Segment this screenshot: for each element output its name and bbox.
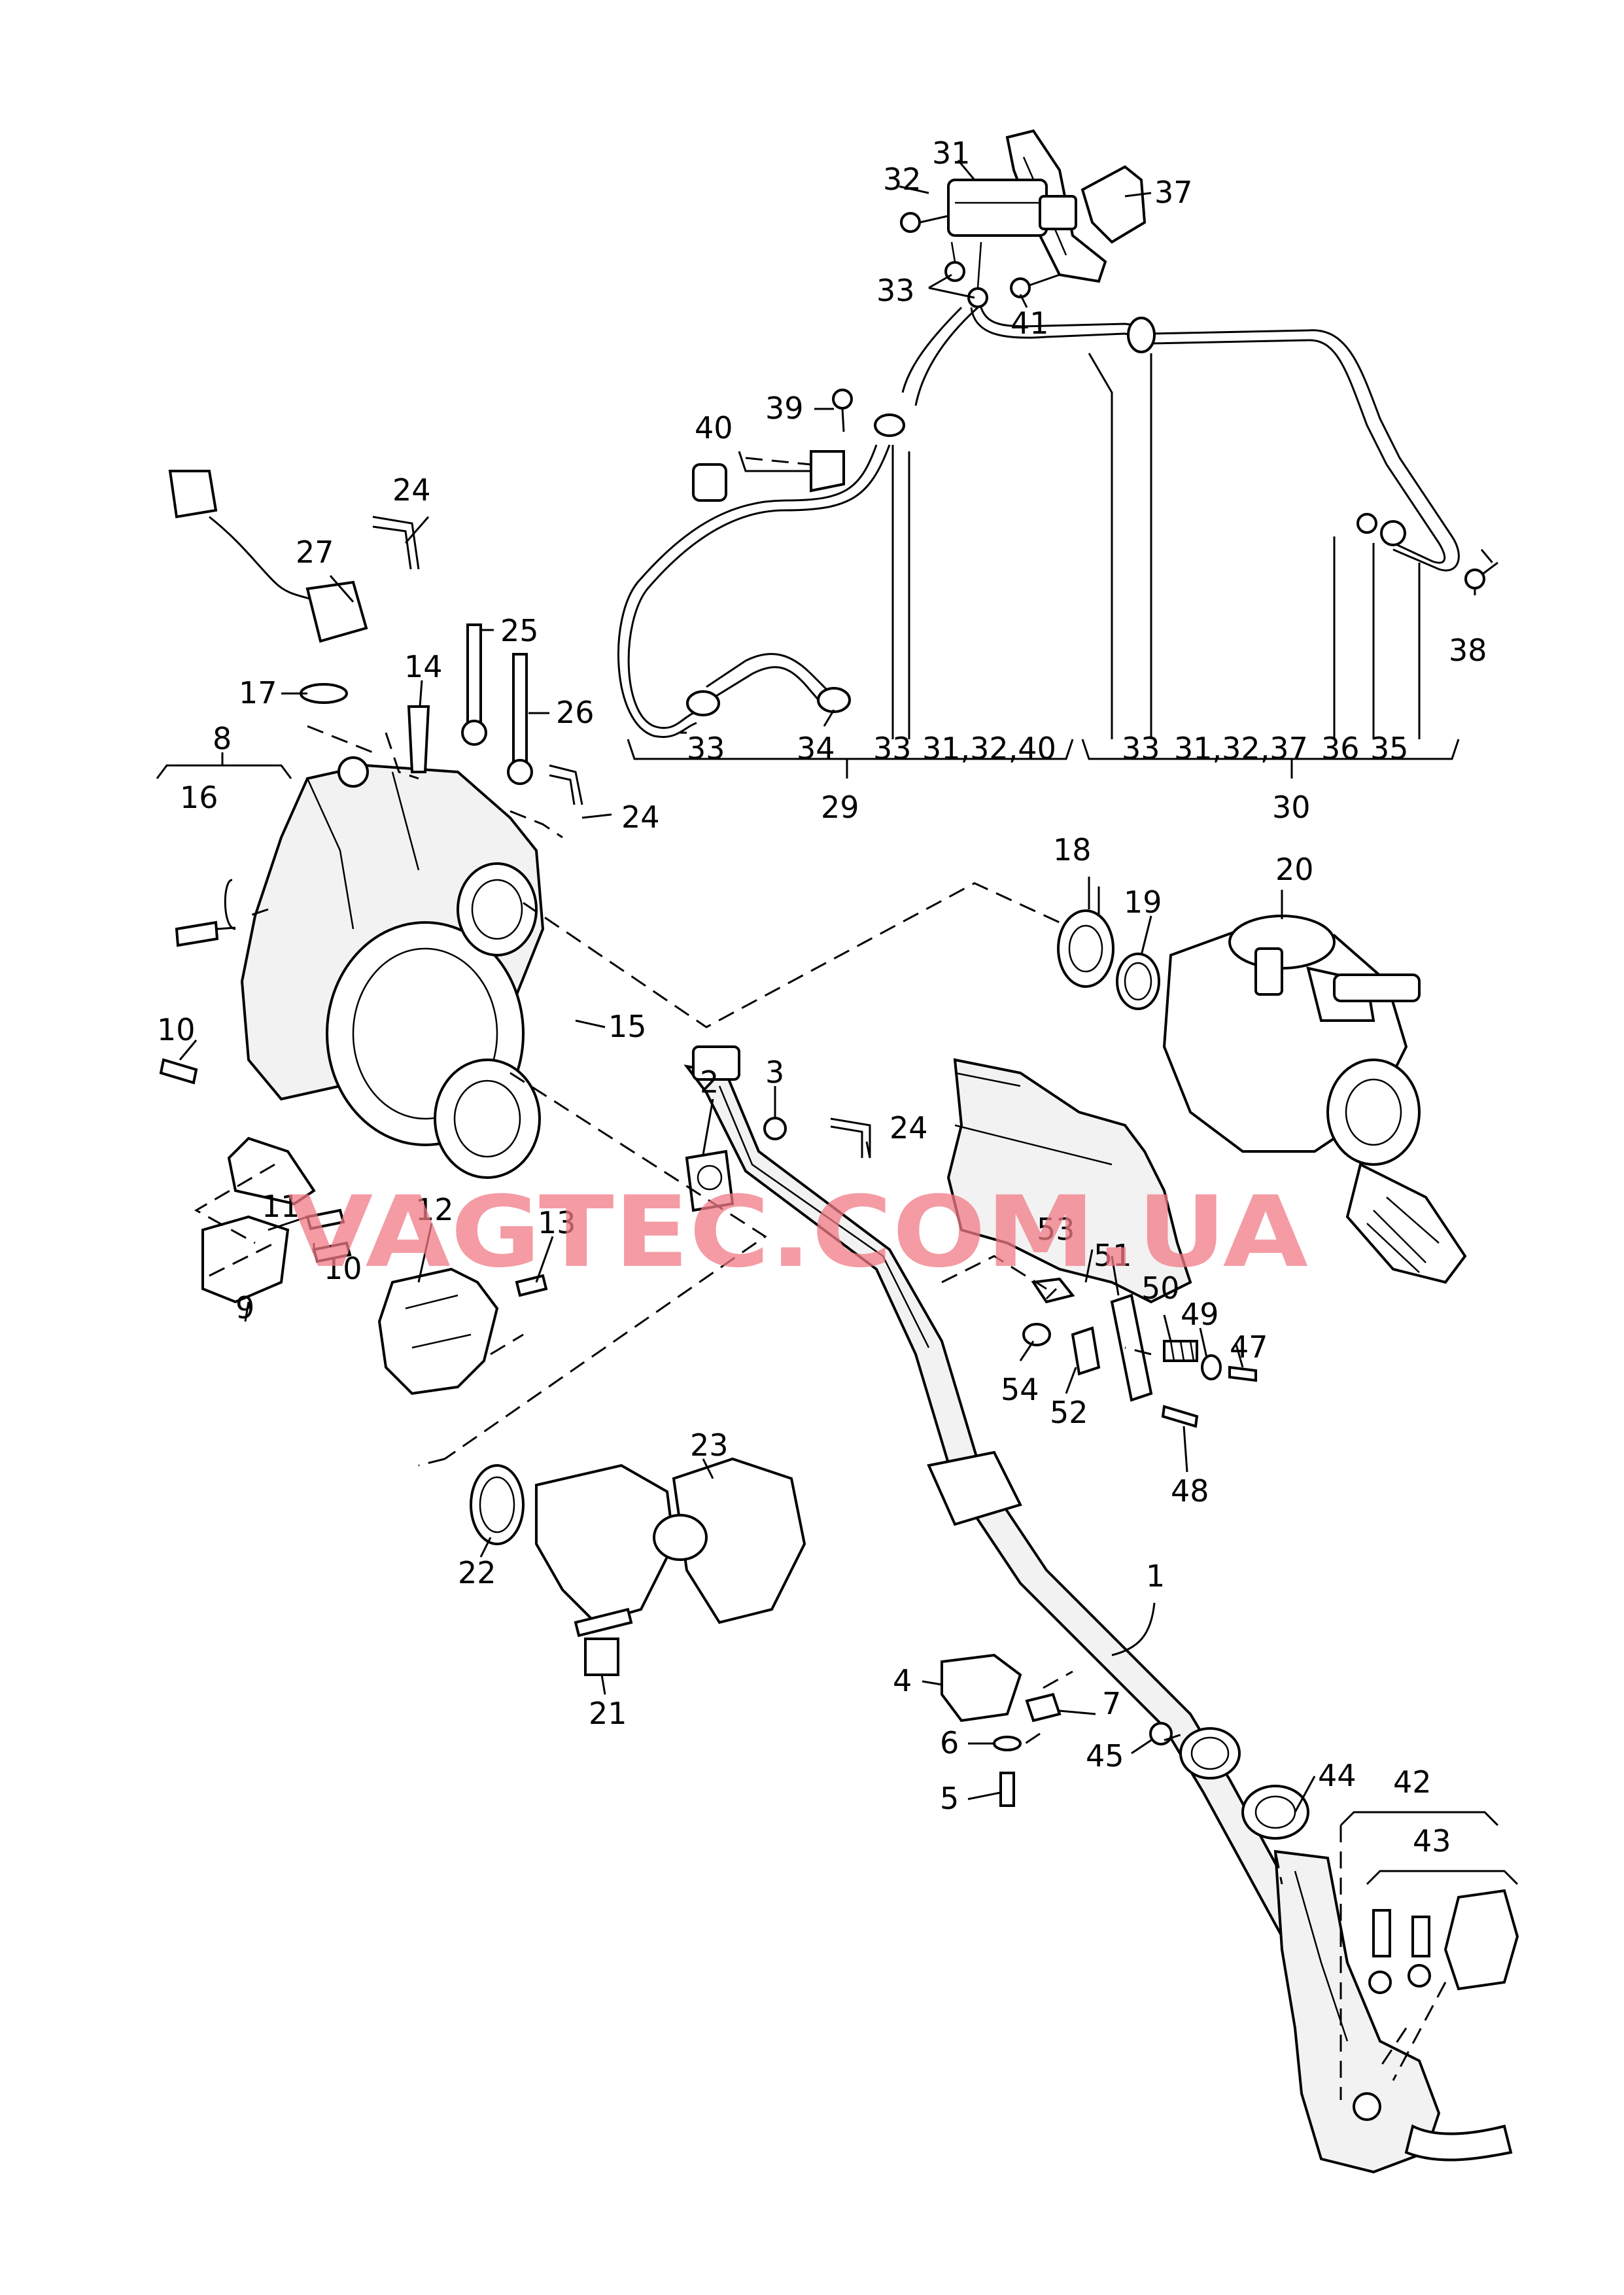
- label-4: 4: [893, 1663, 912, 1698]
- label-13: 13: [538, 1205, 576, 1240]
- label-30: 30: [1272, 790, 1311, 825]
- label-16: 16: [180, 780, 218, 815]
- label-37: 37: [1154, 175, 1193, 210]
- gasket-and-nut: [685, 1117, 871, 1212]
- part-labels: 1 2 3 4 5 6 7 8 9 10 10 11 12 13 14 15 1…: [157, 135, 1487, 1859]
- label-10a: 10: [157, 1012, 196, 1047]
- label-29: 29: [821, 790, 859, 825]
- label-6: 6: [940, 1725, 959, 1761]
- support-brackets: [201, 1208, 548, 1395]
- label-10b: 10: [324, 1251, 362, 1286]
- label-24a: 24: [392, 472, 431, 508]
- label-8: 8: [213, 721, 232, 756]
- label-23: 23: [690, 1428, 729, 1463]
- label-26: 26: [556, 695, 595, 730]
- label-15: 15: [608, 1009, 647, 1044]
- egr-bracket-hardware: [1022, 1277, 1257, 1428]
- label-32: 32: [883, 162, 922, 197]
- particulate-filter-assembly: [159, 470, 583, 1206]
- label-19: 19: [1124, 885, 1162, 920]
- label-7: 7: [1102, 1686, 1121, 1721]
- label-12: 12: [415, 1192, 454, 1227]
- label-17: 17: [239, 675, 277, 710]
- label-53: 53: [1037, 1212, 1075, 1247]
- label-14: 14: [404, 649, 443, 684]
- label-3: 3: [765, 1055, 784, 1090]
- label-43: 43: [1413, 1823, 1451, 1859]
- label-9: 9: [235, 1290, 254, 1325]
- label-2: 2: [700, 1064, 719, 1100]
- label-42: 42: [1393, 1764, 1432, 1800]
- label-20: 20: [1275, 852, 1314, 887]
- egr-valve-assembly: [470, 1457, 806, 1676]
- label-50: 50: [1141, 1270, 1180, 1306]
- label-33b: 33: [687, 731, 725, 766]
- label-51: 51: [1094, 1238, 1132, 1273]
- label-5: 5: [940, 1781, 959, 1816]
- label-41: 41: [1011, 306, 1049, 341]
- label-35: 35: [1370, 731, 1409, 766]
- watermark-text: VAGTEC.COM.UA: [288, 1176, 1308, 1289]
- rear-muffler: [1273, 1849, 1519, 2174]
- label-40: 40: [695, 410, 733, 446]
- label-44: 44: [1318, 1758, 1356, 1793]
- label-18: 18: [1053, 832, 1092, 867]
- label-45: 45: [1086, 1738, 1124, 1774]
- label-33c: 33: [873, 731, 912, 766]
- pressure-sensor-assembly: [832, 129, 1498, 589]
- label-1: 1: [1146, 1558, 1165, 1594]
- label-25: 25: [500, 613, 539, 648]
- label-33a: 33: [876, 273, 915, 308]
- leader-lines: [156, 160, 1519, 1885]
- label-33d: 33: [1122, 731, 1160, 766]
- dashed-relation-lines: [194, 457, 1499, 2100]
- label-11: 11: [262, 1189, 300, 1224]
- label-48: 48: [1171, 1473, 1209, 1509]
- label-34: 34: [797, 731, 835, 766]
- label-47: 47: [1230, 1329, 1268, 1365]
- turbocharger-assembly: [946, 886, 1467, 1304]
- label-24c: 24: [890, 1110, 928, 1146]
- label-52: 52: [1050, 1395, 1088, 1430]
- label-38: 38: [1449, 633, 1487, 668]
- label-54: 54: [1001, 1372, 1039, 1407]
- label-22: 22: [458, 1555, 496, 1590]
- label-36: 36: [1321, 731, 1360, 766]
- label-24b: 24: [621, 799, 660, 835]
- label-group-31-32-37: 31,32,37: [1174, 731, 1308, 766]
- label-21: 21: [589, 1696, 627, 1731]
- label-39: 39: [765, 391, 804, 426]
- sensor-hoses: [617, 306, 1460, 738]
- label-49: 49: [1181, 1297, 1219, 1332]
- label-group-31-32-40: 31,32,40: [922, 731, 1056, 766]
- label-27: 27: [296, 534, 334, 570]
- label-31: 31: [932, 135, 971, 171]
